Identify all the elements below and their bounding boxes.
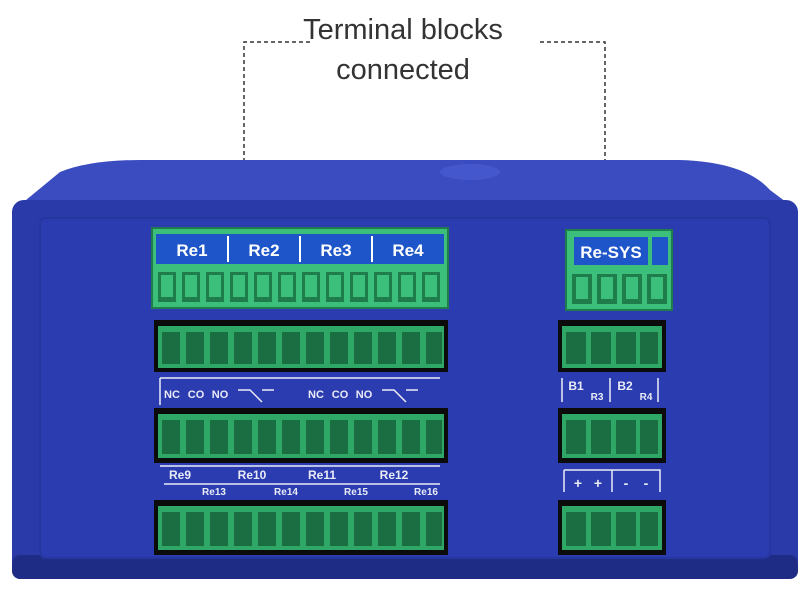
annotation-title-line1: Terminal blocks	[303, 14, 503, 46]
pcb-header-row1-left	[154, 320, 448, 372]
pcb-header-row3-right	[558, 500, 666, 555]
relay-terminal-block[interactable]: Re1 Re2 Re3 Re4	[151, 227, 449, 309]
silk-no-2: NO	[356, 389, 373, 401]
relay-label-re2: Re2	[248, 241, 279, 260]
silk-r4: R4	[640, 392, 653, 403]
silk-re11: Re11	[308, 468, 336, 482]
pcb-header-row3-left	[154, 500, 448, 555]
silk-re13: Re13	[202, 487, 226, 498]
silkscreen-channel-lines	[160, 465, 440, 485]
silk-nc-1: NC	[164, 389, 180, 401]
pcb-header-row2-right	[558, 408, 666, 463]
enclosure-top-nub	[440, 164, 500, 180]
silk-re14: Re14	[274, 487, 298, 498]
silk-re16: Re16	[414, 487, 438, 498]
silkscreen-polarity-frame	[563, 469, 661, 492]
annotation-leader-right	[540, 41, 606, 205]
enclosure-top	[20, 160, 790, 205]
relay-label-re1: Re1	[176, 241, 207, 260]
annotation-leader-left	[243, 41, 310, 205]
silkscreen-right-frame	[561, 378, 659, 402]
enclosure-base	[12, 555, 798, 579]
sys-terminal-block[interactable]: Re-SYS	[565, 229, 673, 311]
silk-re10: Re10	[238, 468, 267, 482]
silkscreen-contacts	[159, 377, 440, 405]
silk-r3: R3	[591, 392, 604, 403]
silk-re12: Re12	[380, 468, 409, 482]
sys-label: Re-SYS	[580, 243, 641, 262]
silk-minus-1: -	[624, 475, 629, 491]
relay-label-re3: Re3	[320, 241, 351, 260]
silk-no-1: NO	[212, 389, 229, 401]
silk-minus-2: -	[644, 475, 649, 491]
silk-co-1: CO	[188, 389, 205, 401]
silk-co-2: CO	[332, 389, 349, 401]
silk-re15: Re15	[344, 487, 368, 498]
relay-label-re4: Re4	[392, 241, 424, 260]
silk-re9: Re9	[169, 468, 191, 482]
silk-plus-1: +	[574, 475, 582, 491]
annotation-title-line2: connected	[336, 54, 470, 86]
pcb-header-row2-left	[154, 408, 448, 463]
silk-b2: B2	[617, 379, 633, 393]
silk-nc-2: NC	[308, 389, 324, 401]
pcb-header-row1-right	[558, 320, 666, 372]
silk-b1: B1	[568, 379, 584, 393]
silk-plus-2: +	[594, 475, 602, 491]
